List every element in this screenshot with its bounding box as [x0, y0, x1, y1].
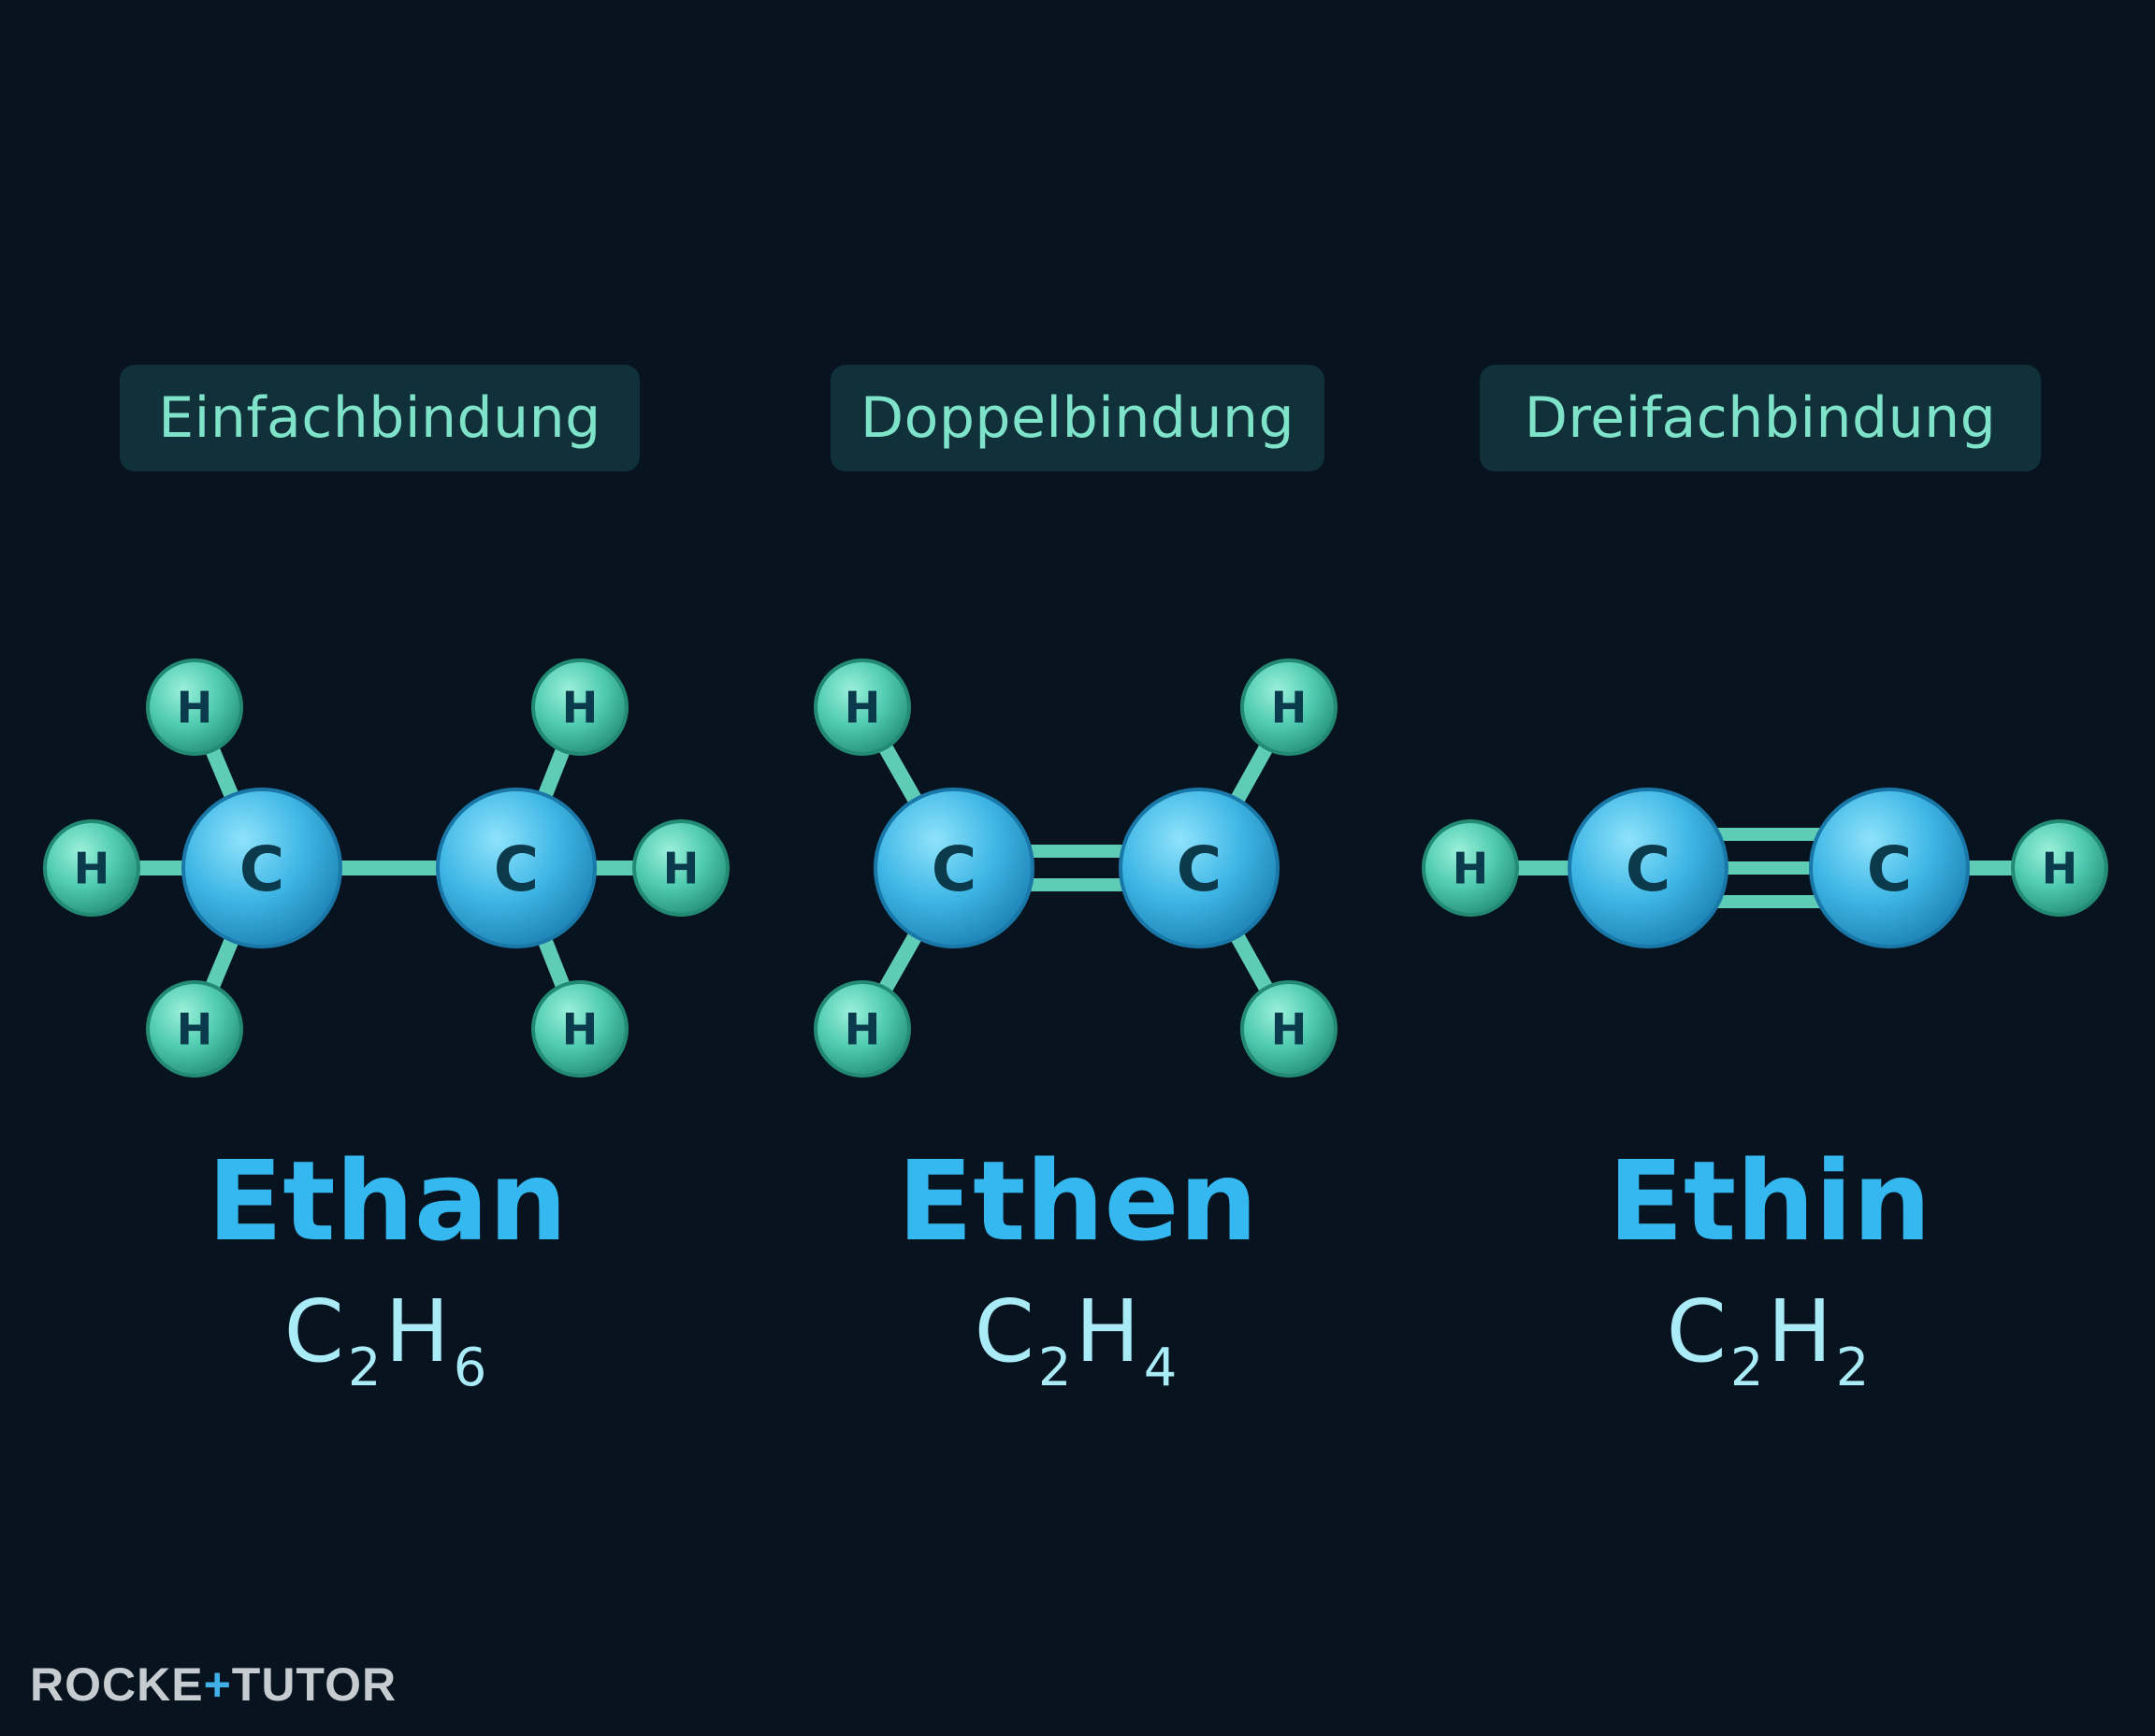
formula-carbon-count: 2 [347, 1338, 382, 1398]
logo-plus: + [203, 1658, 232, 1711]
hydrogen-atom: H [43, 819, 140, 917]
carbon-atom-sphere [1568, 788, 1728, 948]
hydrogen-atom: H [531, 658, 629, 756]
formula-ethen: C2H4 [722, 1281, 1433, 1398]
hydrogen-atom-label: H [845, 1005, 881, 1055]
bond-type-label-single: Einfachbindung [120, 365, 640, 471]
formula-hydrogen: H [1767, 1281, 1832, 1382]
carbon-atom-label: C [494, 833, 539, 905]
carbon-atom-sphere [1809, 788, 1970, 948]
hydrogen-atom-sphere [814, 980, 911, 1078]
formula-ethin: C2H2 [1414, 1281, 2125, 1398]
carbon-atom-label: C [932, 833, 976, 905]
bond-type-label-double: Doppelbindung [831, 365, 1324, 471]
hydrogen-atom-sphere [1240, 980, 1338, 1078]
carbon-atom: C [1119, 788, 1280, 948]
hydrogen-atom: H [146, 980, 243, 1078]
hydrogen-atom-label: H [663, 844, 700, 894]
formula-hydrogen-count: 6 [453, 1338, 487, 1398]
hydrogen-atom-label: H [177, 1005, 213, 1055]
hydrogen-atom: H [146, 658, 243, 756]
hydrogen-atom: H [1240, 980, 1338, 1078]
carbon-atom-sphere [436, 788, 597, 948]
formula-carbon: C [1666, 1281, 1727, 1382]
formula-carbon-count: 2 [1729, 1338, 1764, 1398]
carbon-atom-sphere [1119, 788, 1280, 948]
carbon-atom-label: C [239, 833, 284, 905]
hydrogen-atom: H [814, 980, 911, 1078]
formula-carbon: C [283, 1281, 344, 1382]
hydrogen-atom-sphere [43, 819, 140, 917]
hydrogen-atom-label: H [1453, 844, 1489, 894]
hydrogen-atom-label: H [74, 844, 110, 894]
carbon-atom-label: C [1867, 833, 1912, 905]
hydrogen-atom-sphere [531, 658, 629, 756]
hydrogen-atom-sphere [632, 819, 730, 917]
carbon-atom-label: C [1626, 833, 1670, 905]
hydrogen-atom-label: H [845, 683, 881, 733]
hydrogen-atom-sphere [1240, 658, 1338, 756]
hydrogen-atom: H [1240, 658, 1338, 756]
hydrogen-atom-label: H [562, 1005, 599, 1055]
hydrogen-atom-sphere [146, 980, 243, 1078]
molecule-name-ethan: Ethan [207, 1136, 568, 1266]
hydrogen-atom-label: H [2042, 844, 2078, 894]
formula-hydrogen-count: 2 [1835, 1338, 1870, 1398]
hydrogen-atom: H [531, 980, 629, 1078]
hydrogen-atom-sphere [1422, 819, 1519, 917]
formula-ethan: C2H6 [32, 1281, 743, 1398]
bond-type-label-triple: Dreifachbindung [1480, 365, 2041, 471]
carbon-atom-sphere [181, 788, 342, 948]
logo-text-part1: ROCKE [30, 1658, 204, 1711]
hydrogen-atom-sphere [146, 658, 243, 756]
hydrogen-atom-label: H [562, 683, 599, 733]
rocketutor-logo: ROCKE+TUTOR [30, 1657, 397, 1712]
hydrogen-atom-label: H [1271, 1005, 1308, 1055]
hydrogen-atom-sphere [2011, 819, 2108, 917]
logo-text-part2: TUTOR [231, 1658, 398, 1711]
carbon-atom: C [1809, 788, 1970, 948]
formula-hydrogen-count: 4 [1143, 1338, 1178, 1398]
formula-hydrogen: H [384, 1281, 450, 1382]
carbon-atom: C [874, 788, 1034, 948]
hydrogen-atom: H [2011, 819, 2108, 917]
formula-hydrogen: H [1075, 1281, 1140, 1382]
hydrogen-atom: H [632, 819, 730, 917]
molecule-name-ethin: Ethin [1608, 1136, 1931, 1266]
carbon-atom-label: C [1177, 833, 1222, 905]
carbon-atom: C [181, 788, 342, 948]
carbon-atom: C [1568, 788, 1728, 948]
carbon-atom: C [436, 788, 597, 948]
hydrogen-atom: H [1422, 819, 1519, 917]
hydrogen-atom-label: H [1271, 683, 1308, 733]
formula-carbon-count: 2 [1037, 1338, 1072, 1398]
hydrogen-atom-label: H [177, 683, 213, 733]
hydrogen-atom: H [814, 658, 911, 756]
molecule-name-ethen: Ethen [897, 1136, 1258, 1266]
hydrogen-atom-sphere [814, 658, 911, 756]
formula-carbon: C [974, 1281, 1034, 1382]
carbon-atom-sphere [874, 788, 1034, 948]
hydrogen-atom-sphere [531, 980, 629, 1078]
